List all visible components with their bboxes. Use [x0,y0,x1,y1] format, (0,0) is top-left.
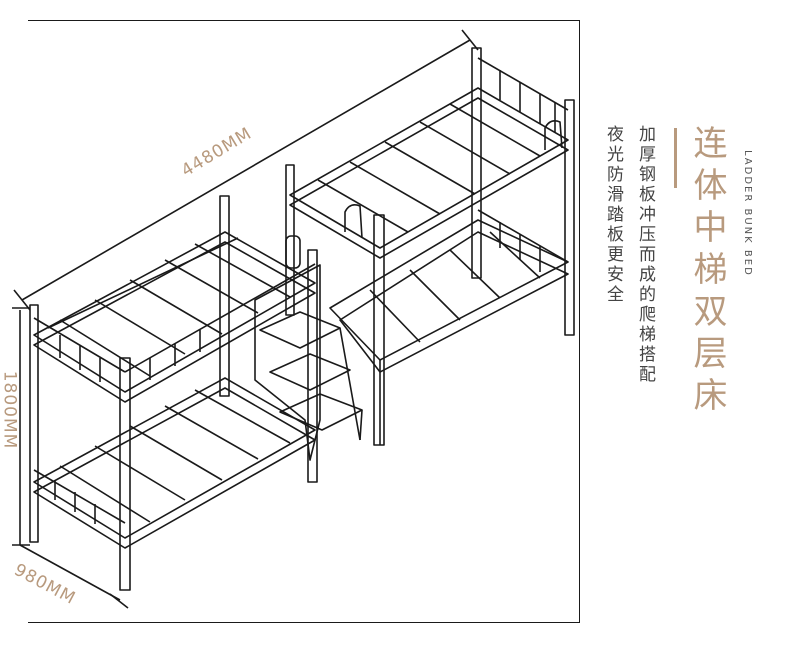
page-title: 连体中梯双层床 [687,125,727,419]
description-line-1: 加厚钢板冲压而成的爬梯搭配 [635,125,655,385]
title-accent-bar [674,128,677,188]
width-dimension-line [19,544,129,609]
ladder [254,235,363,461]
subtitle-en: LADDER BUNK BED [742,150,753,277]
right-bed [285,47,575,446]
frame-top-line [28,20,580,21]
left-bed [29,195,318,591]
frame-bottom-line [28,622,580,623]
description-line-2: 夜光防滑踏板更安全 [603,125,623,305]
length-dimension-line [13,29,479,311]
height-dimension-label: 1800MM [0,370,20,450]
frame-right-line [579,20,580,623]
